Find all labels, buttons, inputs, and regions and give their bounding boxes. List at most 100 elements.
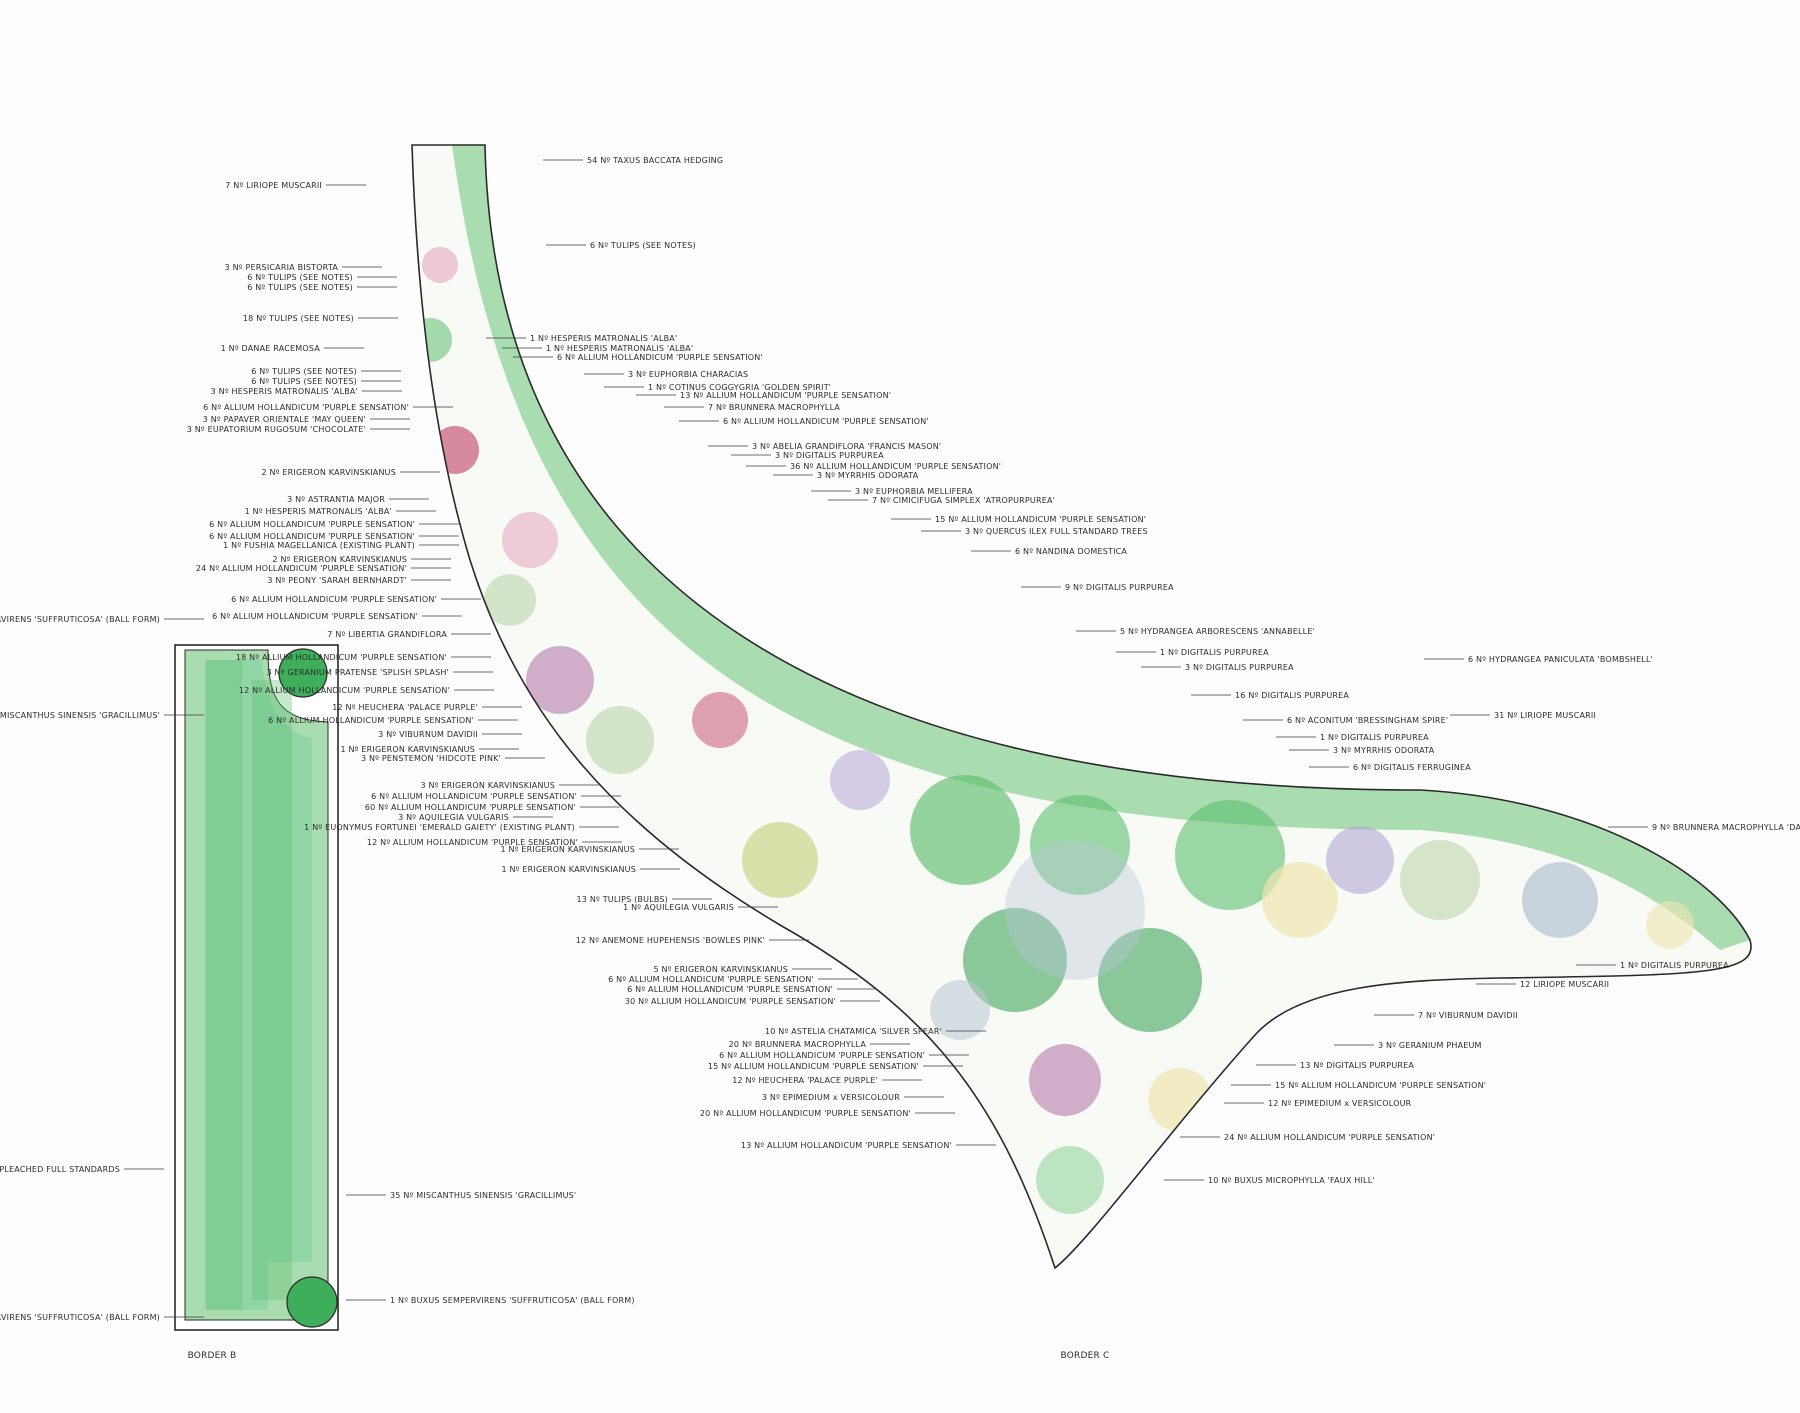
plant-label: 6 Nº TULIPS (SEE NOTES)	[251, 367, 357, 376]
plant-label: 99 Nº BUXUS SEMPERVIRENS 'SUFFRUTICOSA' …	[0, 1313, 160, 1322]
planting-drift	[431, 426, 479, 474]
border-c-hedge-band	[452, 145, 1750, 950]
plant-label: 3 Nº DIGITALIS PURPUREA	[775, 451, 884, 460]
planting-drift	[586, 706, 654, 774]
plant-label: 30 Nº ALLIUM HOLLANDICUM 'PURPLE SENSATI…	[625, 997, 836, 1006]
plant-label: 7 Nº LIBERTIA GRANDIFLORA	[327, 630, 447, 639]
plant-label: 6 Nº ALLIUM HOLLANDICUM 'PURPLE SENSATIO…	[627, 985, 833, 994]
border-b-buxus-ball	[278, 648, 328, 698]
border-c-bed	[412, 145, 1752, 1268]
border-b-labels: 1 Nº BUXUS SEMPERVIRENS 'SUFFRUTICOSA' (…	[0, 615, 634, 1322]
plant-label: 15 Nº ALLIUM HOLLANDICUM 'PURPLE SENSATI…	[1275, 1081, 1486, 1090]
plant-label: 9 Nº BRUNNERA MACROPHYLLA 'DAWSONS WHITE…	[1652, 823, 1800, 832]
planting-drift	[1029, 1044, 1101, 1116]
quercus-ilex-canopy	[910, 775, 1020, 885]
quercus-ilex-canopy	[1098, 928, 1202, 1032]
plant-label: 6 Nº ALLIUM HOLLANDICUM 'PURPLE SENSATIO…	[212, 612, 418, 621]
plant-label: 6 Nº TULIPS (SEE NOTES)	[247, 273, 353, 282]
plant-label: 6 Nº TULIPS (SEE NOTES)	[251, 377, 357, 386]
plant-label: 12 LIRIOPE MUSCARII	[1520, 980, 1609, 989]
plant-label: 6 Nº ALLIUM HOLLANDICUM 'PURPLE SENSATIO…	[371, 792, 577, 801]
plant-label: 3 Nº EUPHORBIA MELLIFERA	[855, 487, 973, 496]
planting-drift	[1400, 840, 1480, 920]
planting-drift	[484, 574, 536, 626]
plant-label: 6 Nº ALLIUM HOLLANDICUM 'PURPLE SENSATIO…	[608, 975, 814, 984]
plant-label: 1 Nº FUSHIA MAGELLANICA (EXISTING PLANT)	[223, 541, 415, 550]
plant-label: 7 Nº LIRIOPE MUSCARII	[225, 181, 322, 190]
plant-label: 3 Nº PEONY 'SARAH BERNHARDT'	[267, 576, 407, 585]
plant-label: 10 Nº ASTELIA CHATAMICA 'SILVER SPEAR'	[765, 1027, 942, 1036]
border-b-buxus-ball	[286, 1276, 338, 1328]
planting-drift	[1522, 862, 1598, 938]
planting-drift	[422, 247, 458, 283]
plant-label: 3 Nº EUPATORIUM RUGOSUM 'CHOCOLATE'	[187, 425, 366, 434]
plant-label: 1 Nº BUXUS SEMPERVIRENS 'SUFFRUTICOSA' (…	[0, 615, 160, 624]
border-c-labels: 7 Nº LIRIOPE MUSCARII 3 Nº PERSICARIA BI…	[187, 156, 1800, 1185]
plant-label: 24 Nº ALLIUM HOLLANDICUM 'PURPLE SENSATI…	[1224, 1133, 1435, 1142]
plant-label: 1 Nº COTINUS COGGYGRIA 'GOLDEN SPIRIT'	[648, 383, 831, 392]
plant-label: 3 Nº QUERCUS ILEX FULL STANDARD TREES	[965, 527, 1148, 536]
plant-label: 10 Nº BUXUS MICROPHYLLA 'FAUX HILL'	[1208, 1176, 1375, 1185]
plant-label: 7 Nº CIMICIFUGA SIMPLEX 'ATROPURPUREA'	[872, 496, 1055, 505]
plant-label: 1 Nº AQUILEGIA VULGARIS	[623, 903, 734, 912]
plant-label: 7 Nº CARPINUS BETULA PLEACHED FULL STAND…	[0, 1165, 120, 1174]
plant-label: 3 Nº HESPERIS MATRONALIS 'ALBA'	[211, 387, 358, 396]
plant-label: 1 Nº DIGITALIS PURPUREA	[1160, 648, 1269, 657]
border-b-buxus-row	[252, 680, 292, 1300]
plant-label: 12 Nº EPIMEDIUM x VERSICOLOUR	[1268, 1099, 1412, 1108]
plant-label: 1 Nº ERIGERON KARVINSKIANUS	[500, 845, 635, 854]
plant-label: 7 Nº BRUNNERA MACROPHYLLA	[708, 403, 840, 412]
plant-label: 1 Nº DIGITALIS PURPUREA	[1620, 961, 1729, 970]
planting-drift	[1036, 1146, 1104, 1214]
plant-label: 3 Nº VIBURNUM DAVIDII	[378, 730, 478, 739]
plant-label: 3 Nº MYRRHIS ODORATA	[1333, 746, 1435, 755]
plant-label: 13 Nº ALLIUM HOLLANDICUM 'PURPLE SENSATI…	[741, 1141, 952, 1150]
plant-label: 12 Nº ANEMONE HUPEHENSIS 'BOWLES PINK'	[576, 936, 765, 945]
plant-label: 6 Nº ACONITUM 'BRESSINGHAM SPIRE'	[1287, 716, 1448, 725]
plant-label: 1 Nº HESPERIS MATRONALIS 'ALBA'	[546, 344, 693, 353]
planting-drift	[692, 692, 748, 748]
plant-label: 3 Nº DIGITALIS PURPUREA	[1185, 663, 1294, 672]
planting-drift	[526, 646, 594, 714]
planting-drift	[1326, 826, 1394, 894]
plant-label: 1 Nº EUONYMUS FORTUNEI 'EMERALD GAIETY' …	[304, 823, 575, 832]
border-b-title: BORDER B	[188, 1351, 237, 1361]
plant-label: 3 Nº PERSICARIA BISTORTA	[225, 263, 339, 272]
border-b-miscanthus-row	[206, 660, 242, 1310]
plant-label: 6 Nº ALLIUM HOLLANDICUM 'PURPLE SENSATIO…	[203, 403, 409, 412]
plant-label: 1 Nº DANAE RACEMOSA	[221, 344, 321, 353]
plant-label: 3 Nº EPIMEDIUM x VERSICOLOUR	[762, 1093, 900, 1102]
quercus-ilex-canopy	[1175, 800, 1285, 910]
plant-label: 12 Nº ALLIUM HOLLANDICUM 'PURPLE SENSATI…	[367, 838, 578, 847]
plant-label: 3 Nº MYRRHIS ODORATA	[817, 471, 919, 480]
plant-label: 6 Nº ALLIUM HOLLANDICUM 'PURPLE SENSATIO…	[209, 520, 415, 529]
plant-label: 1 Nº HESPERIS MATRONALIS 'ALBA'	[245, 507, 392, 516]
plant-label: 13 Nº ALLIUM HOLLANDICUM 'PURPLE SENSATI…	[680, 391, 891, 400]
plant-label: 6 Nº NANDINA DOMESTICA	[1015, 547, 1127, 556]
planting-drift	[1646, 901, 1694, 949]
plant-label: 35 Nº MISCANTHUS SINENSIS 'GRACILLIMUS'	[390, 1191, 576, 1200]
plant-label: 6 Nº ALLIUM HOLLANDICUM 'PURPLE SENSATIO…	[209, 532, 415, 541]
plant-label: 20 Nº BRUNNERA MACROPHYLLA	[729, 1040, 867, 1049]
plant-label: 1 Nº DIGITALIS PURPUREA	[1320, 733, 1429, 742]
plant-label: 3 Nº AQUILEGIA VULGARIS	[398, 813, 509, 822]
plant-label: 6 Nº ALLIUM HOLLANDICUM 'PURPLE SENSATIO…	[723, 417, 929, 426]
plant-label: 7 Nº VIBURNUM DAVIDII	[1418, 1011, 1518, 1020]
plant-label: 6 Nº ALLIUM HOLLANDICUM 'PURPLE SENSATIO…	[231, 595, 437, 604]
plant-label: 6 Nº ALLIUM HOLLANDICUM 'PURPLE SENSATIO…	[268, 716, 474, 725]
plant-label: 1 Nº HESPERIS MATRONALIS 'ALBA'	[530, 334, 677, 343]
plant-label: 36 Nº ALLIUM HOLLANDICUM 'PURPLE SENSATI…	[790, 462, 1001, 471]
plant-label: 2 Nº ERIGERON KARVINSKIANUS	[272, 555, 407, 564]
plant-label: 12 Nº HEUCHERA 'PALACE PURPLE'	[732, 1076, 878, 1085]
plant-label: 18 Nº ALLIUM HOLLANDICUM 'PURPLE SENSATI…	[236, 653, 447, 662]
planting-drift	[1262, 862, 1338, 938]
plant-label: 15 Nº ALLIUM HOLLANDICUM 'PURPLE SENSATI…	[708, 1062, 919, 1071]
plant-label: 3 Nº PAPAVER ORIENTALE 'MAY QUEEN'	[203, 415, 366, 424]
plant-label: 12 Nº HEUCHERA 'PALACE PURPLE'	[332, 703, 478, 712]
quercus-ilex-canopy	[963, 908, 1067, 1012]
plant-label: 2 Nº ERIGERON KARVINSKIANUS	[261, 468, 396, 477]
plant-label: 9 Nº DIGITALIS PURPUREA	[1065, 583, 1174, 592]
plant-label: 1 Nº ERIGERON KARVINSKIANUS	[501, 865, 636, 874]
planting-drift	[502, 512, 558, 568]
